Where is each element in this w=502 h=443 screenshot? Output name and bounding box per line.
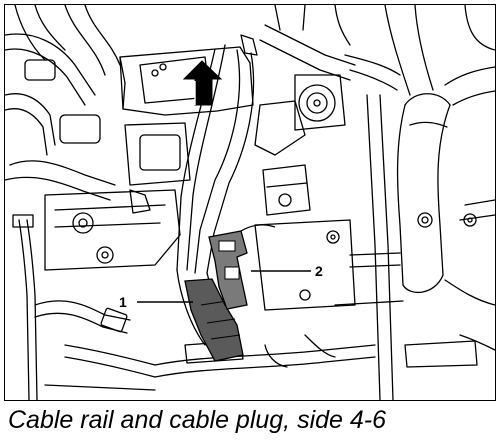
right-hose: [384, 5, 495, 306]
figure-caption: Cable rail and cable plug, side 4-6: [8, 406, 387, 434]
part-2-cable-plug: [208, 224, 276, 310]
left-cable: [12, 214, 131, 400]
line-drawing: 1 2: [5, 5, 495, 400]
upper-left-hoses: [5, 5, 121, 201]
mounting-plate: [254, 212, 477, 311]
callout-2-label: 2: [315, 263, 323, 279]
bottom-harness: [44, 334, 478, 391]
callout-1-label: 1: [119, 294, 127, 310]
throttle-valve: [259, 5, 401, 131]
right-pipe: [334, 94, 495, 400]
up-arrow-icon: [182, 60, 223, 106]
engine-block: [44, 100, 311, 271]
engine-bay-illustration: 1 2: [4, 4, 496, 401]
part-1-cable-rail-clip: [184, 278, 244, 362]
